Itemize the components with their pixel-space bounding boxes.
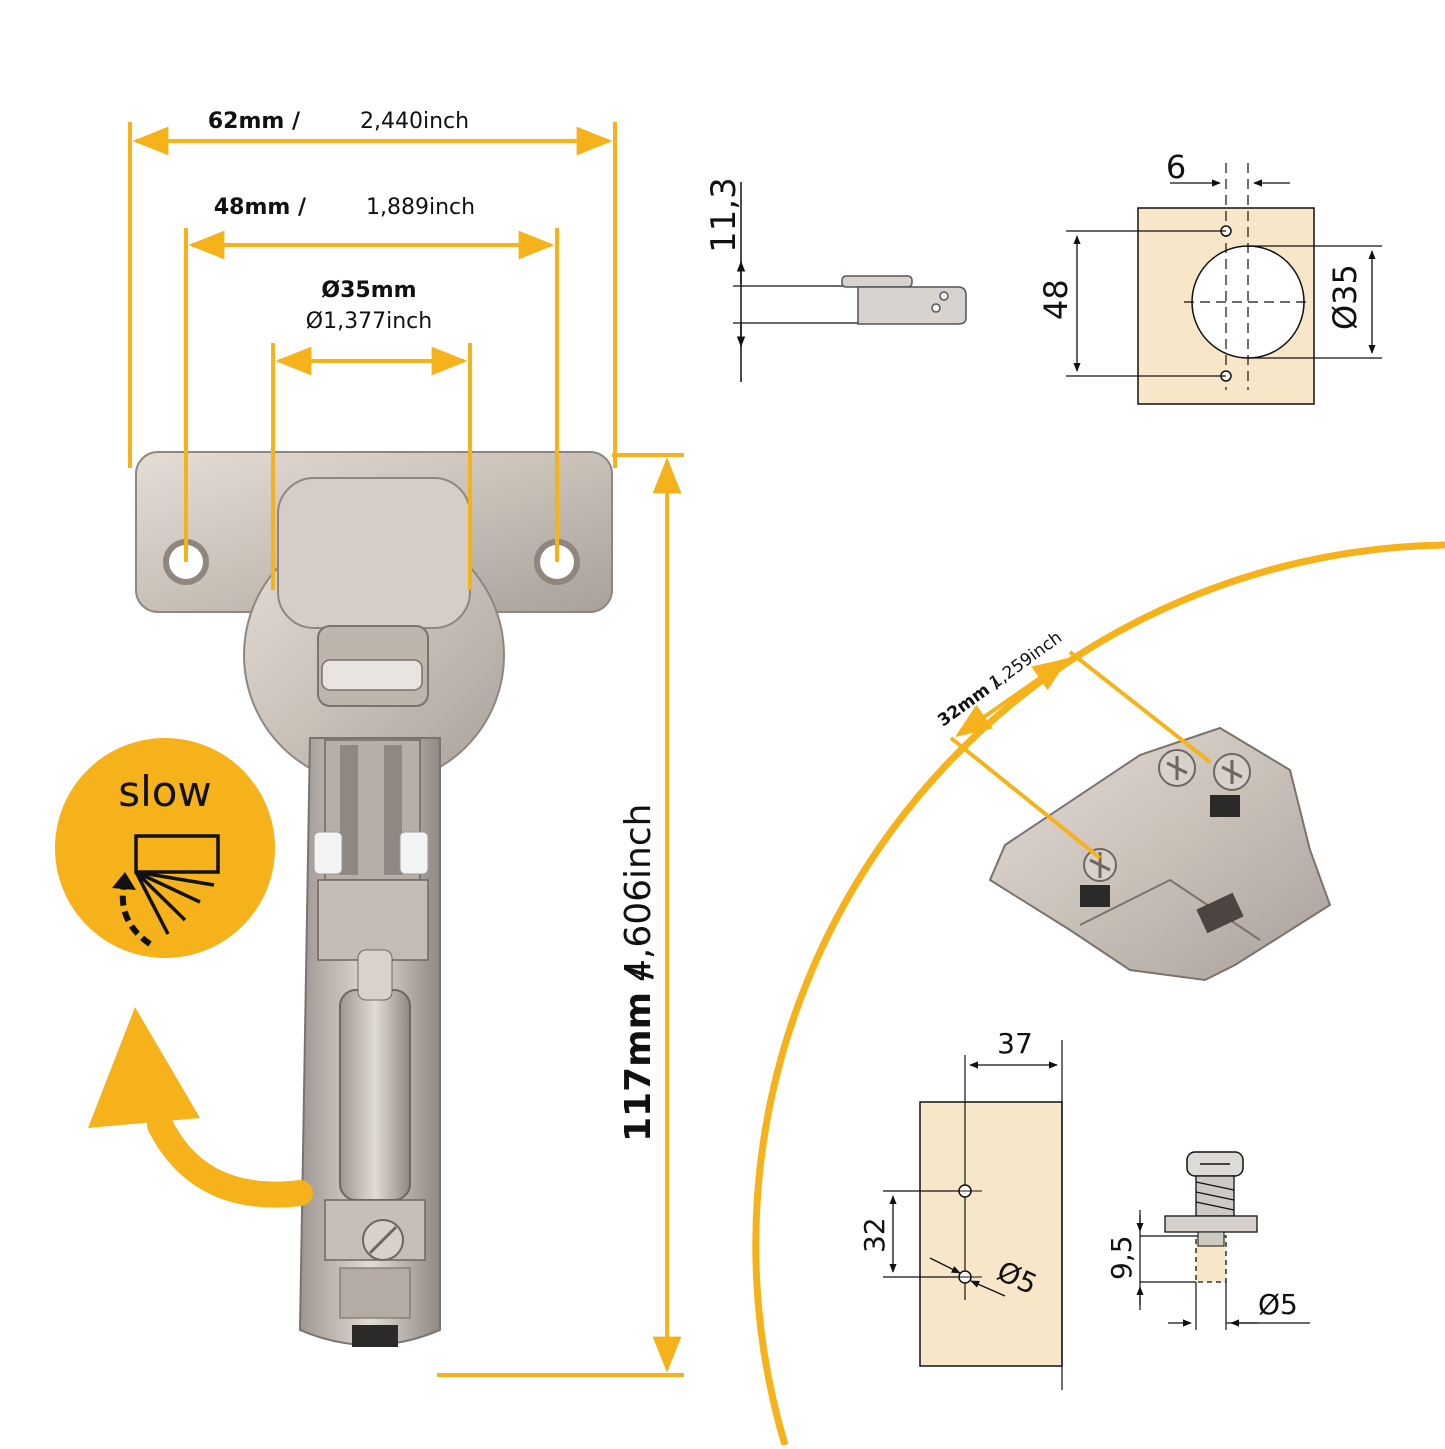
plate-distance-label: 37 (997, 1027, 1033, 1060)
height-label-group: 117mm / 4,606inch (618, 804, 659, 1143)
badge-circle (55, 738, 275, 958)
cup-diameter-label: Ø35mm (321, 278, 416, 303)
width-62-label: 62mm / (208, 109, 301, 134)
hinge-pointer-arrow (88, 1007, 313, 1208)
screw-depth-label: 9,5 (1105, 1235, 1138, 1280)
mounting-plate-illustration (988, 726, 1332, 982)
width-48-inch-label: 1,889inch (366, 195, 475, 220)
cabinet-drill-pattern: 37 32 Ø5 (858, 1027, 1063, 1390)
slow-close-door-icon (112, 834, 220, 947)
height-label: 117mm / (618, 965, 659, 1142)
plate-hole-spacing-label: 32 (858, 1217, 891, 1253)
cup-bore-label: Ø35 (1326, 264, 1364, 330)
width-48-label: 48mm / (214, 195, 307, 220)
plate-dimension-lines (949, 650, 1212, 860)
hinge-illustration (135, 451, 613, 1347)
offset-label: 6 (1166, 148, 1186, 186)
dimension-lines (128, 122, 684, 1377)
decorative-arc (752, 541, 1445, 1446)
plate-spacing-inch-label: 1,259inch (986, 628, 1066, 694)
cabinet-panel (919, 1101, 1063, 1367)
badge-label: slow (118, 767, 212, 816)
screw-diameter-label: Ø5 (1258, 1288, 1298, 1321)
soft-close-badge: slow (55, 738, 275, 958)
screw-drawing: 9,5 Ø5 (1105, 1151, 1310, 1330)
height-inch-label: 4,606inch (618, 804, 659, 983)
spacing-label: 48 (1037, 279, 1075, 320)
width-62-inch-label: 2,440inch (360, 109, 469, 134)
cup-diameter-inch-label: Ø1,377inch (306, 309, 432, 334)
side-depth-label: 11,3 (704, 177, 744, 253)
door-drill-pattern: 6 48 Ø35 (1037, 148, 1382, 405)
side-view-drawing: 11,3 (704, 177, 967, 382)
